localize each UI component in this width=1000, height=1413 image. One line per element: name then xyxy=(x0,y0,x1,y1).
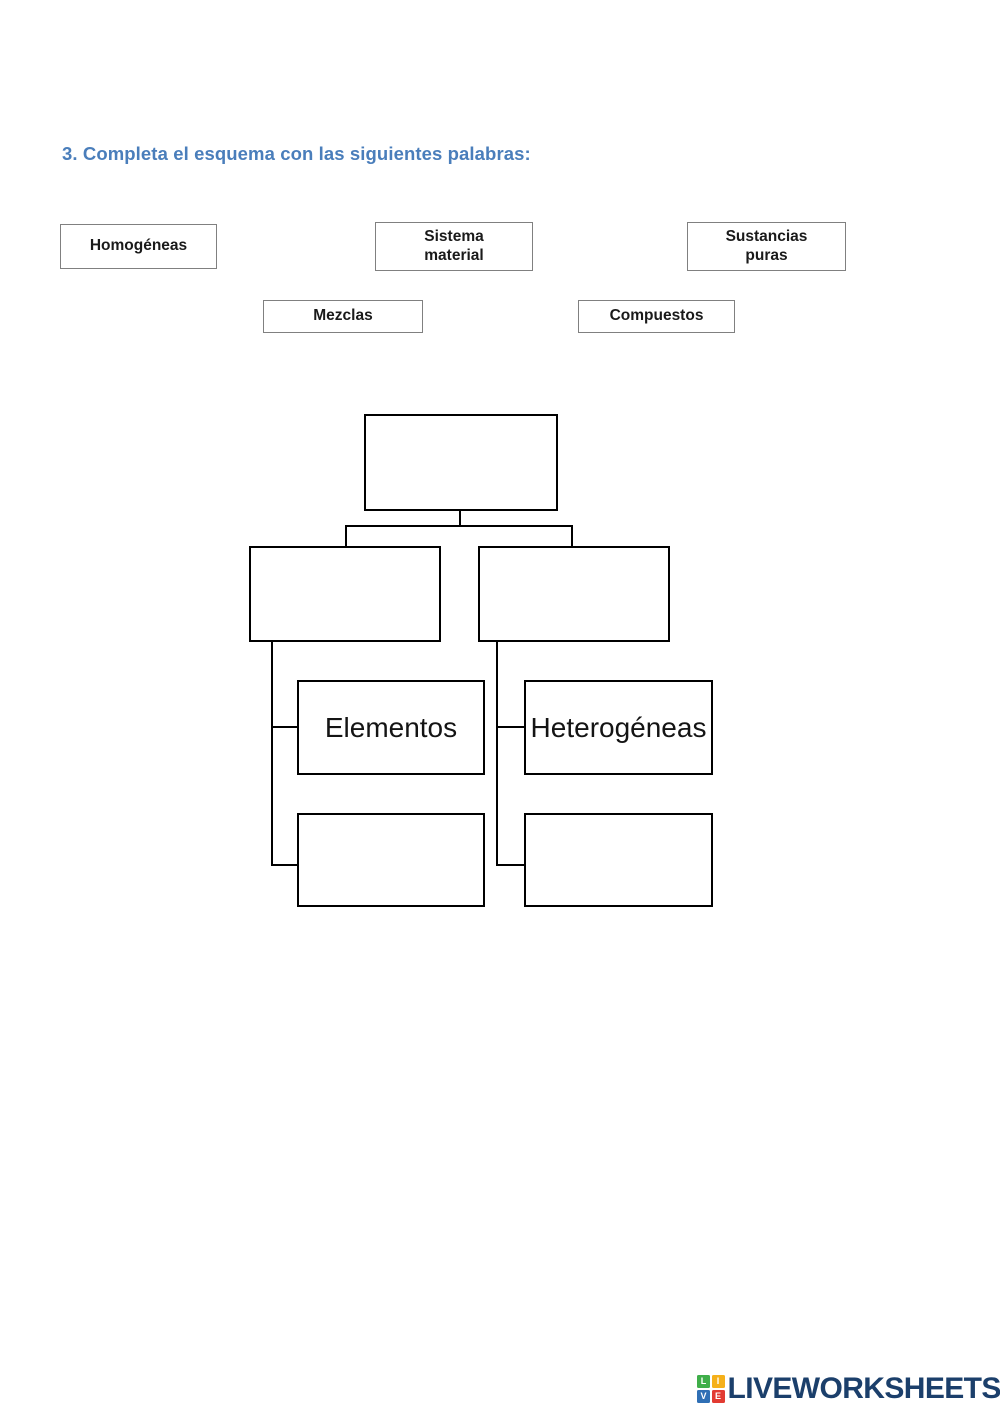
logo-tile-i: I xyxy=(711,1375,725,1389)
word-bank-label-line1: Sustancias xyxy=(725,227,808,245)
word-bank-item-mezclas[interactable]: Mezclas xyxy=(263,300,423,333)
connector-right-stub-2 xyxy=(496,864,526,867)
diagram-node-root[interactable] xyxy=(364,414,558,511)
word-bank-label: Mezclas xyxy=(313,307,373,325)
logo-tile-v: V xyxy=(697,1389,710,1403)
diagram-node-right-mid[interactable] xyxy=(478,546,670,642)
diagram-node-right-bottom[interactable] xyxy=(524,813,713,907)
logo-wordmark: LIVEWORKSHEETS xyxy=(727,1372,1000,1405)
diagram-node-left-mid[interactable] xyxy=(249,546,441,642)
word-bank-item-sustancias-puras[interactable]: Sustancias puras xyxy=(687,222,846,271)
logo-tiles-icon: L I V E xyxy=(697,1375,725,1403)
word-bank-item-compuestos[interactable]: Compuestos xyxy=(578,300,735,333)
logo-tile-e: E xyxy=(711,1389,725,1403)
diagram-node-label: Elementos xyxy=(324,711,458,743)
diagram-node-left-bottom[interactable] xyxy=(297,813,485,907)
connector-left-stub-1 xyxy=(271,726,299,729)
diagram-node-heterogeneas[interactable]: Heterogéneas xyxy=(524,680,713,775)
connector-left-stub-2 xyxy=(271,864,299,867)
logo-tile-l: L xyxy=(697,1375,710,1389)
liveworksheets-logo: L I V E LIVEWORKSHEETS xyxy=(697,1370,1000,1408)
connector-right-spine xyxy=(496,640,499,866)
word-bank-item-sistema-material[interactable]: Sistema material xyxy=(375,222,533,271)
connector-root-stem xyxy=(459,510,462,527)
page-title: 3. Completa el esquema con las siguiente… xyxy=(62,143,531,164)
diagram-node-elementos[interactable]: Elementos xyxy=(297,680,485,775)
word-bank-item-homogeneas[interactable]: Homogéneas xyxy=(60,224,217,269)
word-bank-label-line2: puras xyxy=(745,246,788,264)
connector-left-spine xyxy=(271,640,274,866)
connector-right-drop xyxy=(571,525,574,547)
connector-left-drop xyxy=(345,525,348,547)
word-bank-label: Compuestos xyxy=(609,307,704,325)
word-bank-label-line2: material xyxy=(424,246,484,264)
word-bank-label-line1: Sistema xyxy=(424,227,484,245)
connector-branch-bar xyxy=(345,525,573,528)
connector-right-stub-1 xyxy=(496,726,526,729)
diagram-node-label: Heterogéneas xyxy=(530,711,707,743)
word-bank-label: Homogéneas xyxy=(89,237,188,255)
